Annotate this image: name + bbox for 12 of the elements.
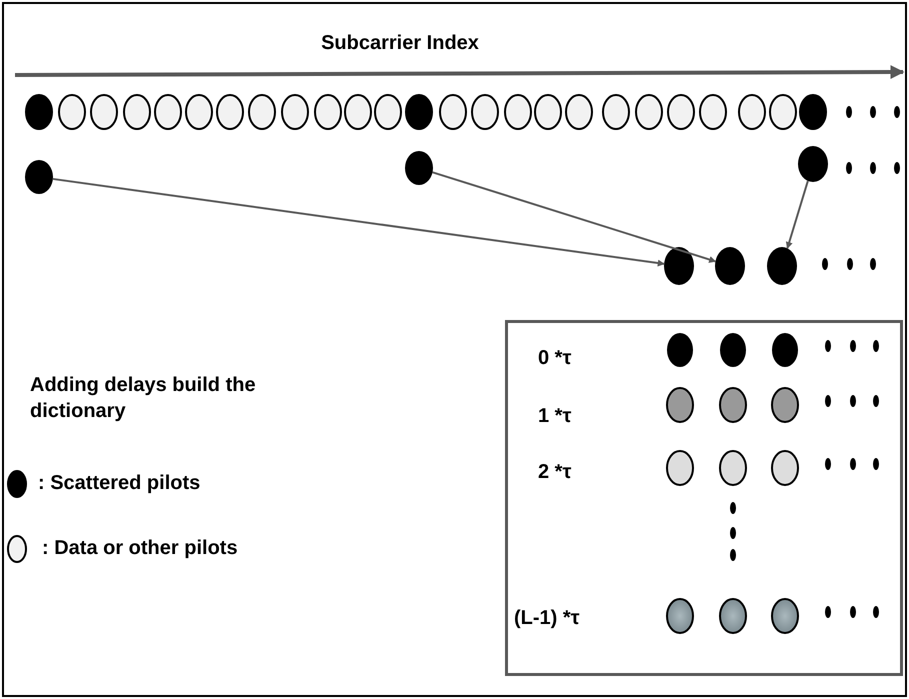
arrow bbox=[432, 171, 716, 263]
caption-text: Adding delays build the dictionary bbox=[30, 373, 257, 424]
arrow bbox=[786, 180, 809, 249]
dictionary-panel bbox=[505, 320, 903, 676]
legend-text: : Scattered pilots bbox=[38, 471, 200, 496]
arrow bbox=[52, 178, 665, 267]
legend-text: : Data or other pilots bbox=[42, 536, 238, 561]
delay-label: 0 *τ bbox=[538, 346, 572, 371]
delay-label: 1 *τ bbox=[538, 404, 572, 429]
delay-label: (L-1) *τ bbox=[514, 606, 580, 631]
delay-label: 2 *τ bbox=[538, 460, 572, 485]
axis-title: Subcarrier Index bbox=[320, 31, 480, 56]
